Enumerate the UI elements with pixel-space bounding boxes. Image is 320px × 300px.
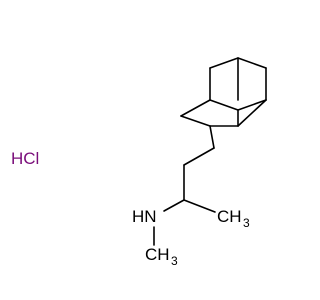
bond [209,57,239,69]
amine-label: HN [132,207,157,226]
structure-canvas: HCl HN CH 3 CH 3 [11,57,267,268]
methyl-label-right: CH [217,207,242,226]
bond [237,99,267,127]
bond [163,199,185,212]
bond [180,115,211,127]
atom-labels: HCl HN CH 3 CH 3 [11,149,250,268]
molecule-drawing: HCl HN CH 3 CH 3 [11,57,267,268]
bond [183,147,215,166]
methyl-label-bottom: CH [145,245,170,264]
salt-label: HCl [11,149,39,168]
bond [180,99,211,117]
bond [209,125,215,149]
methyl-subscript-right: 3 [243,216,250,230]
bond [183,199,216,213]
adamantane-cage [180,57,267,127]
bond [209,99,239,111]
bond [237,57,267,69]
methyl-subscript-bottom: 3 [171,254,178,268]
bond [237,99,267,111]
side-chain [153,125,216,246]
